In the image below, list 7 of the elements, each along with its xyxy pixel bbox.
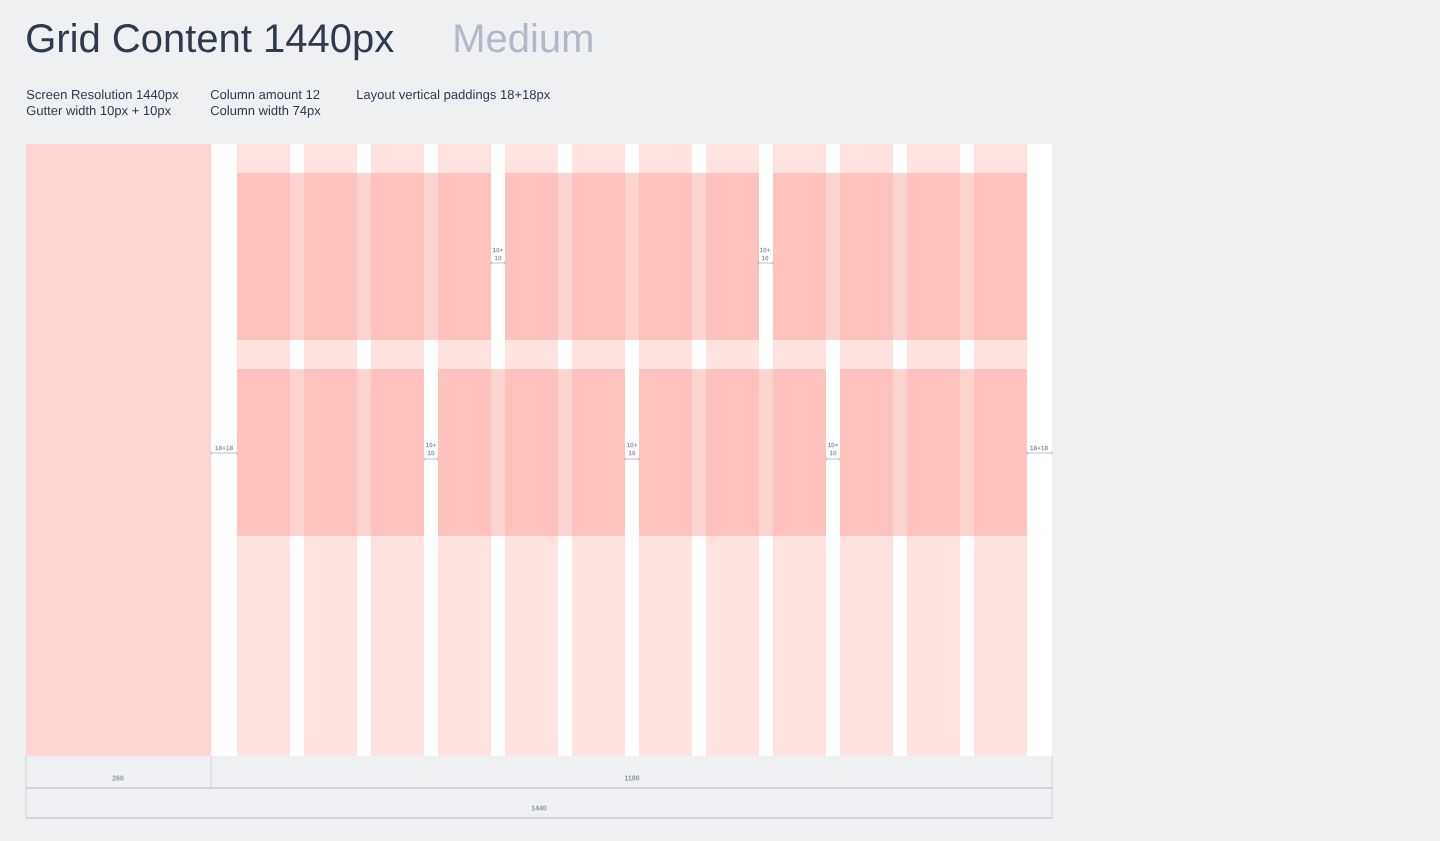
spec-text: Column width 74px <box>210 105 321 118</box>
spec-text: Gutter width 10px + 10px <box>26 105 171 118</box>
spec-text: Screen Resolution 1440px <box>26 89 179 102</box>
title: Grid Content 1440px <box>27 23 394 61</box>
subtitle: Medium <box>455 23 592 53</box>
spec-text: Column amount 12 <box>210 89 320 100</box>
spec-text: Layout vertical paddings 18+18px <box>357 89 551 102</box>
